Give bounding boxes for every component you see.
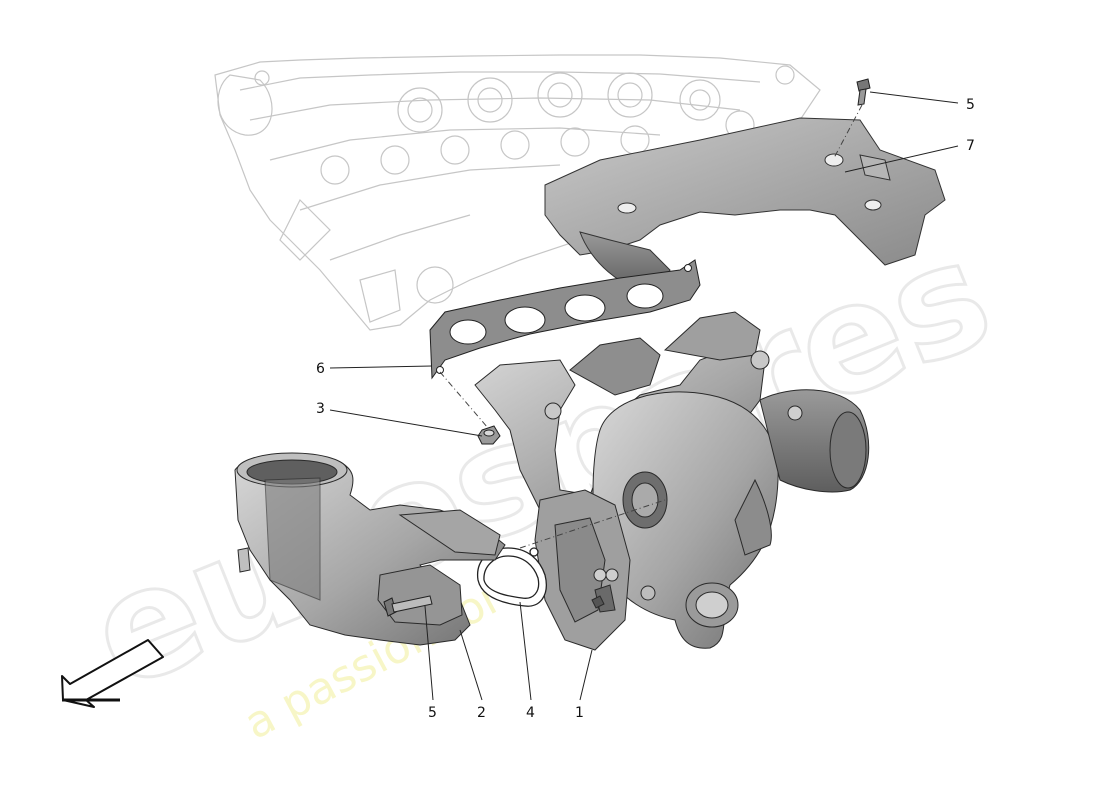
intake-elbow <box>234 452 506 646</box>
leader-part-5-top <box>869 91 959 104</box>
callout-part-7: 7 <box>966 138 975 154</box>
leader-part-4 <box>519 601 532 701</box>
callouts: 5 7 6 3 5 2 4 1 <box>316 97 975 721</box>
leader-lines <box>329 91 959 701</box>
callout-part-6: 6 <box>316 361 325 377</box>
manifold-gasket <box>429 259 701 380</box>
callout-part-3: 3 <box>316 401 325 417</box>
arrow-front-icon <box>61 639 164 708</box>
leader-part-1 <box>579 649 593 701</box>
leader-dash-nut <box>439 371 489 429</box>
callout-part-5-top: 5 <box>966 97 975 113</box>
callout-part-2: 2 <box>477 705 486 721</box>
bolt-bottom <box>383 595 433 617</box>
nut <box>477 425 501 445</box>
leader-dash-bolt-top <box>833 104 863 159</box>
leader-part-6 <box>329 365 433 369</box>
bolt-top <box>856 78 871 106</box>
leader-part-3 <box>329 409 483 437</box>
engine-block <box>214 54 821 331</box>
callout-part-1: 1 <box>575 705 584 721</box>
leader-part-5-bot <box>424 605 434 701</box>
gasket-ring <box>477 547 547 607</box>
leader-part-7 <box>844 145 959 173</box>
callout-part-4: 4 <box>526 705 535 721</box>
turbocharger <box>474 311 870 651</box>
callout-part-5-bottom: 5 <box>428 705 437 721</box>
leader-part-2 <box>459 629 483 701</box>
